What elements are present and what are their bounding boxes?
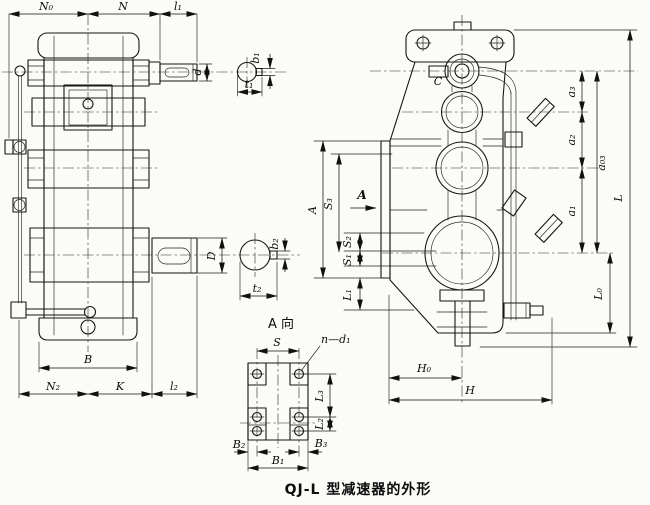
front-view: N₀ N l₁ d b₁ t₁ D b₂ t₂ B N₂ K l₂ — [2, 0, 300, 399]
dim-label-S: S — [273, 336, 281, 349]
dim-label-h: H — [464, 384, 475, 397]
dim-label-L2: L₂ — [313, 418, 326, 431]
side-view-centerlines — [370, 15, 638, 404]
bottom-view-flange — [240, 348, 316, 459]
side-view-dimensions — [313, 29, 638, 405]
dim-label-D: D — [205, 251, 218, 261]
output-shaft — [151, 237, 198, 274]
dim-label-l0: L₀ — [592, 288, 605, 301]
dim-label-s1: S₁ — [341, 254, 354, 266]
dim-label-B: B — [83, 353, 92, 366]
dim-label-B1: B₁ — [271, 454, 285, 467]
dim-label-a2: a₂ — [565, 135, 578, 146]
dim-label-L: L — [612, 194, 625, 202]
dim-label-K: K — [115, 380, 125, 393]
drawing-caption: QJ-L 型减速器的外形 — [285, 481, 432, 498]
dim-label-h0: H₀ — [416, 362, 432, 375]
dim-label-a03: a₀₃ — [595, 155, 608, 170]
dim-label-n0: N₀ — [38, 0, 54, 13]
dim-label-d: d — [191, 68, 204, 75]
front-view-housing — [27, 32, 150, 341]
front-view-dimensions — [8, 11, 228, 399]
dim-label-s2: S₂ — [341, 236, 354, 248]
side-view: C A A S₃ S₂ S₁ L₁ a₃ a₂ a₁ a₀₃ L₀ L H₀ H — [306, 15, 638, 405]
oil-pipe — [478, 66, 563, 321]
dim-label-t1: t₁ — [245, 78, 254, 91]
bottom-view-dimensions — [234, 345, 337, 472]
dim-label-A: A — [306, 206, 319, 215]
dim-label-l1: l₁ — [174, 0, 182, 13]
dim-label-b2: b₂ — [268, 238, 281, 249]
dim-label-s3: S₃ — [322, 198, 335, 210]
dim-label-l1v: L₁ — [341, 289, 354, 302]
bottom-view: A 向 S n—d₁ L₃ L₂ B₂ B₃ B₁ — [232, 316, 351, 472]
dim-label-a3: a₃ — [565, 87, 578, 98]
dim-label-n2: N₂ — [45, 380, 60, 393]
input-shaft — [148, 61, 198, 85]
dim-label-n: N — [117, 0, 128, 13]
dim-label-L3: L₃ — [313, 390, 326, 403]
input-shaft-section — [236, 54, 276, 97]
dim-label-B3: B₃ — [314, 437, 328, 450]
dim-label-b1: b₁ — [249, 52, 262, 63]
dim-label-l2: l₂ — [170, 380, 178, 393]
dim-label-a1: a₁ — [565, 206, 578, 217]
front-view-centerlines — [2, 14, 300, 352]
dim-label-B2: B₂ — [232, 438, 246, 451]
oil-level-rod — [4, 65, 97, 335]
dim-label-t2: t₂ — [253, 282, 262, 295]
port-label-c: C — [434, 75, 443, 88]
view-arrow-label: A — [356, 188, 366, 202]
output-shaft-section — [239, 233, 291, 301]
dim-label-nd1: n—d₁ — [321, 333, 351, 346]
bottom-view-title: A 向 — [268, 316, 294, 332]
